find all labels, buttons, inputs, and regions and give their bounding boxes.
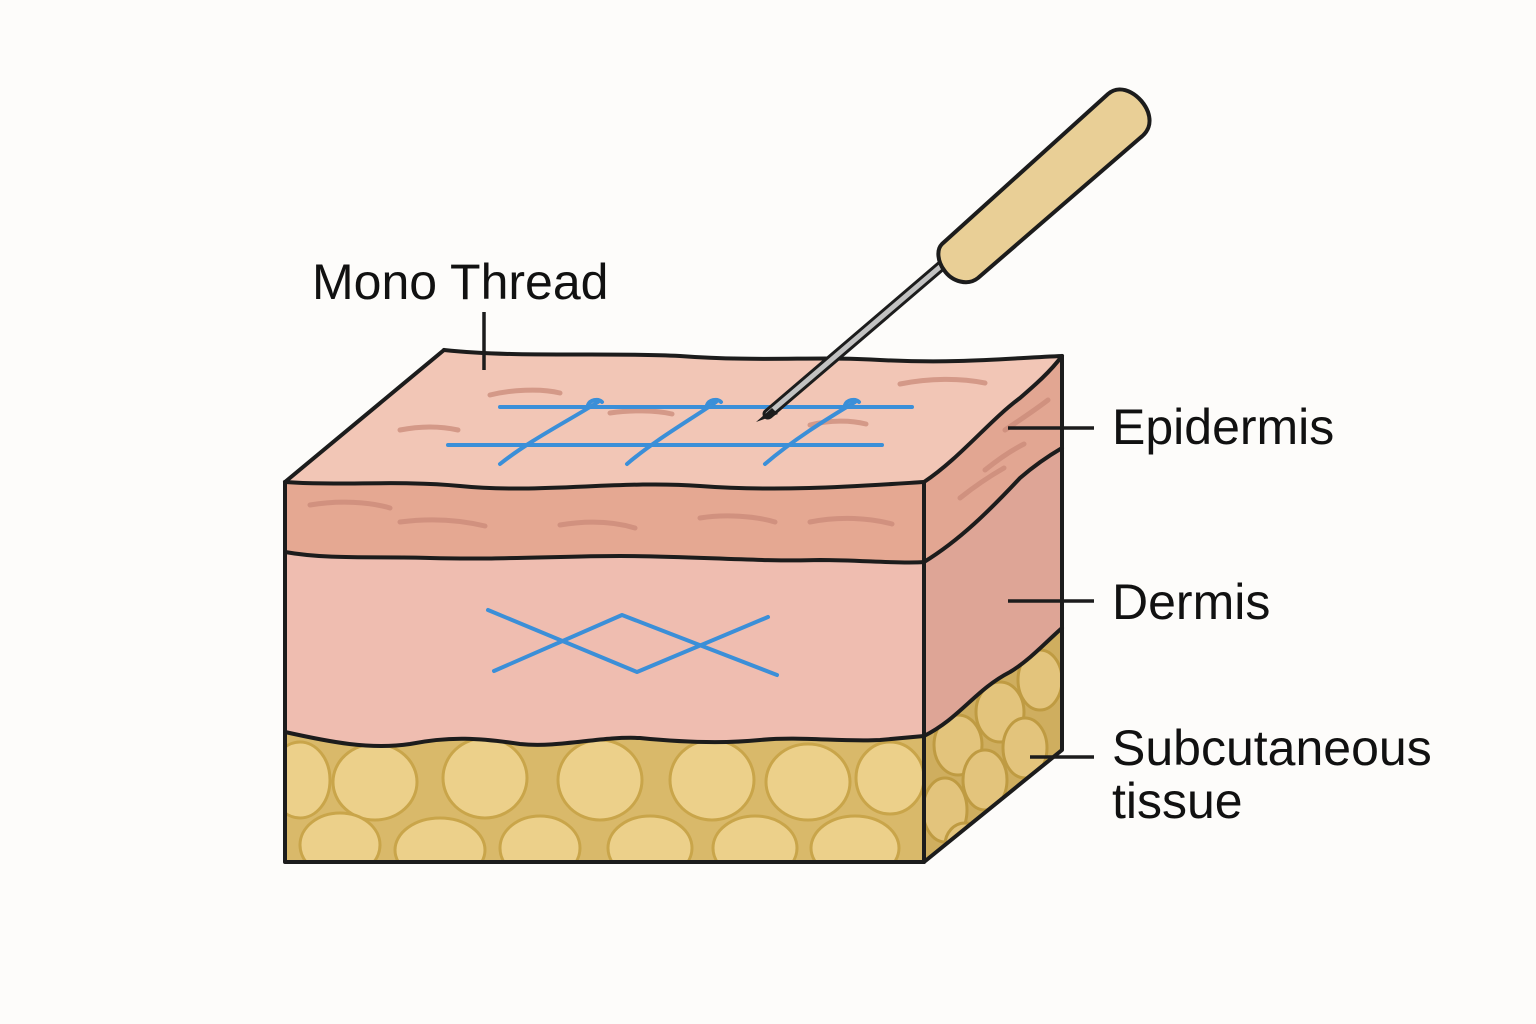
skin-wrinkles	[307, 376, 1051, 531]
skin-top-surface	[285, 350, 1062, 489]
label-subcutaneous-line2: tissue	[1112, 773, 1243, 829]
epidermis-side	[924, 356, 1062, 562]
subcutaneous-front	[285, 732, 924, 862]
dermis-front	[285, 552, 924, 747]
label-subcutaneous-line1: Subcutaneous	[1112, 720, 1432, 776]
label-dermis: Dermis	[1112, 574, 1270, 630]
mono-thread-surface-mesh	[446, 397, 914, 466]
subcutaneous-side	[924, 628, 1062, 862]
leader-lines	[482, 312, 1094, 759]
mono-thread-dermis-pattern	[486, 608, 779, 677]
needle-icon	[756, 87, 1152, 422]
label-mono-thread: Mono Thread	[312, 254, 608, 310]
block-outlines	[283, 348, 1064, 864]
fat-cells-front	[285, 736, 924, 862]
dermis-side	[924, 448, 1062, 736]
needle-handle	[936, 87, 1152, 285]
label-epidermis: Epidermis	[1112, 399, 1334, 455]
